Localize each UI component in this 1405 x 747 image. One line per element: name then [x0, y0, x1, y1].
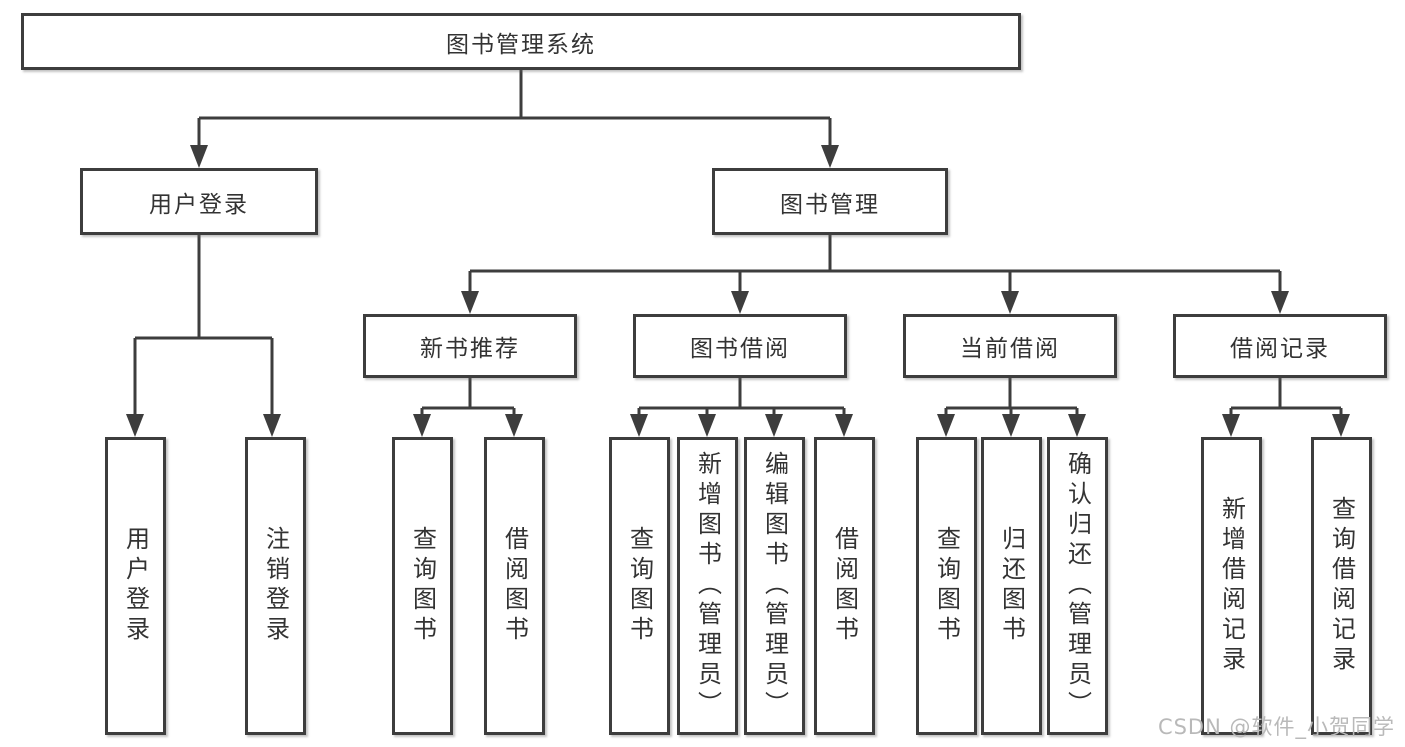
node-root: 图书管理系统	[21, 13, 1021, 70]
node-book-management-label: 图书管理	[780, 191, 880, 218]
leaf-recommend-query-books-label: 查询图书	[408, 526, 437, 646]
leaf-add-book-admin: 新增图书（管理员）	[677, 437, 738, 735]
node-book-management: 图书管理	[712, 168, 948, 235]
node-new-book-recommend: 新书推荐	[363, 314, 577, 378]
leaf-recommend-query-books: 查询图书	[392, 437, 453, 735]
leaf-add-borrow-record: 新增借阅记录	[1201, 437, 1262, 735]
node-book-borrow: 图书借阅	[633, 314, 847, 378]
leaf-query-borrow-record-label: 查询借阅记录	[1327, 496, 1356, 676]
leaf-recommend-borrow-books-label: 借阅图书	[500, 526, 529, 646]
leaf-borrow-borrow-books: 借阅图书	[814, 437, 875, 735]
leaf-user-login: 用户登录	[105, 437, 166, 735]
leaf-logout-label: 注销登录	[261, 526, 290, 646]
leaf-logout: 注销登录	[245, 437, 306, 735]
leaf-borrow-query-books-label: 查询图书	[625, 526, 654, 646]
leaf-add-book-admin-label: 新增图书（管理员）	[693, 451, 722, 721]
node-new-book-recommend-label: 新书推荐	[420, 336, 520, 362]
leaf-query-borrow-record: 查询借阅记录	[1311, 437, 1372, 735]
node-user-login: 用户登录	[80, 168, 318, 235]
node-user-login-label: 用户登录	[149, 191, 249, 218]
leaf-edit-book-admin: 编辑图书（管理员）	[744, 437, 805, 735]
leaf-confirm-return-admin: 确认归还（管理员）	[1047, 437, 1108, 735]
node-current-borrow-label: 当前借阅	[960, 336, 1060, 362]
node-current-borrow: 当前借阅	[903, 314, 1117, 378]
arrowheads	[126, 145, 1350, 437]
csdn-watermark: CSDN @软件_小贺同学	[1157, 715, 1395, 739]
leaf-return-book: 归还图书	[981, 437, 1042, 735]
connector-paths	[133, 70, 1343, 418]
leaf-return-book-label: 归还图书	[997, 526, 1026, 646]
node-borrow-records-label: 借阅记录	[1230, 336, 1330, 362]
leaf-add-borrow-record-label: 新增借阅记录	[1217, 496, 1246, 676]
leaf-recommend-borrow-books: 借阅图书	[484, 437, 545, 735]
leaf-edit-book-admin-label: 编辑图书（管理员）	[760, 451, 789, 721]
leaf-user-login-label: 用户登录	[121, 526, 150, 646]
leaf-borrow-query-books: 查询图书	[609, 437, 670, 735]
leaf-current-query-books: 查询图书	[916, 437, 977, 735]
leaf-borrow-borrow-books-label: 借阅图书	[830, 526, 859, 646]
node-book-borrow-label: 图书借阅	[690, 336, 790, 362]
leaf-confirm-return-admin-label: 确认归还（管理员）	[1063, 451, 1092, 721]
node-borrow-records: 借阅记录	[1173, 314, 1387, 378]
leaf-current-query-books-label: 查询图书	[932, 526, 961, 646]
node-root-label: 图书管理系统	[446, 31, 596, 58]
